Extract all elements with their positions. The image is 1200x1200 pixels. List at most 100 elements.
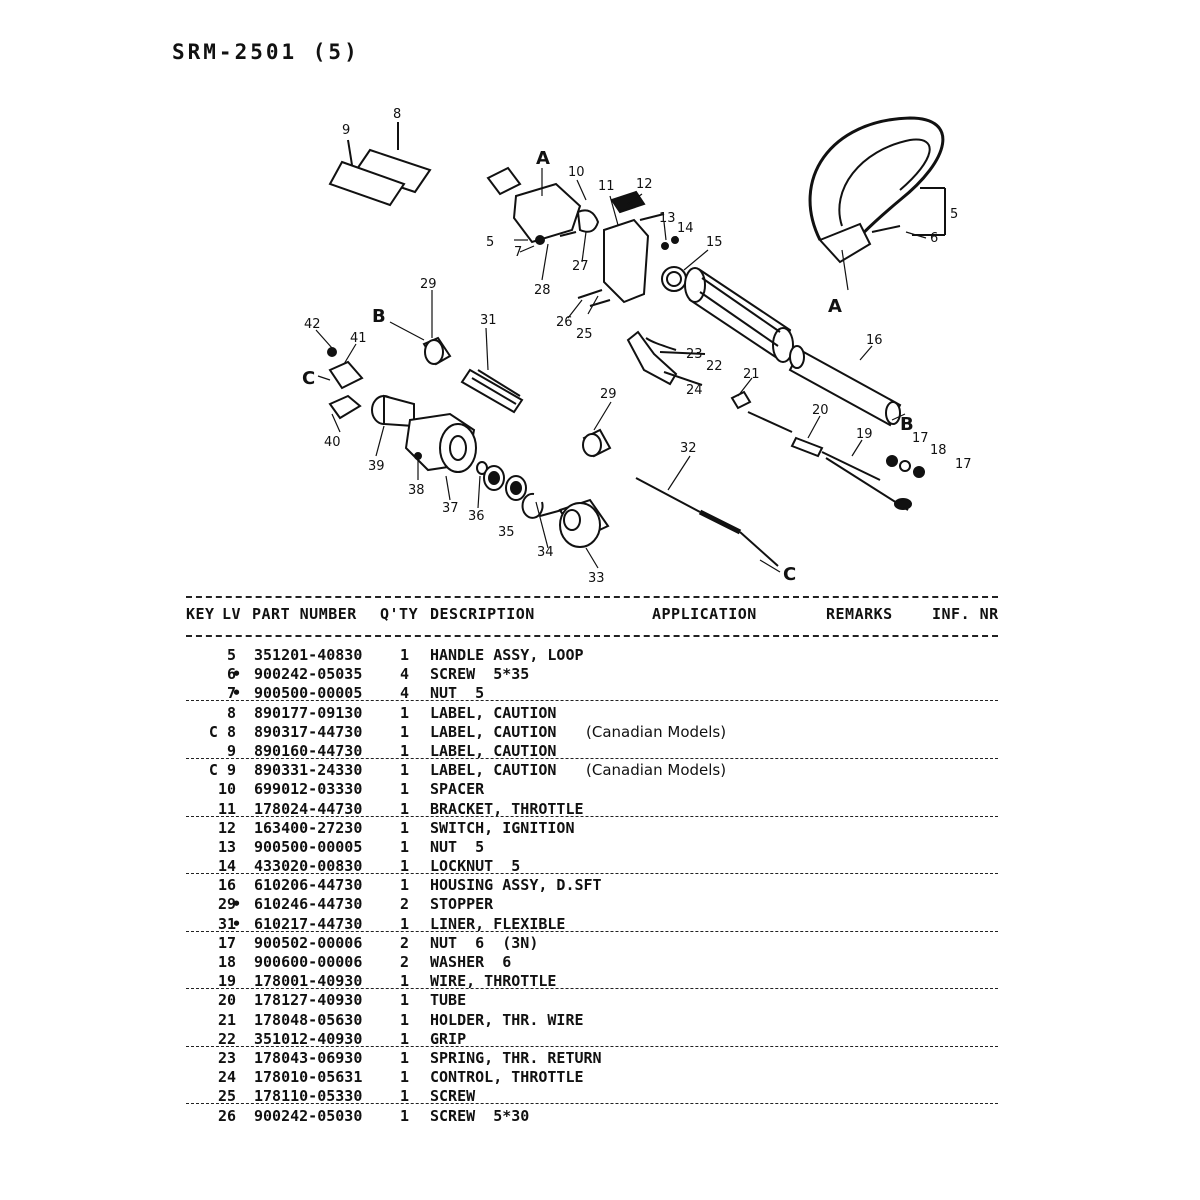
stopper-liner-drawing	[422, 336, 612, 458]
key-cell: 26	[217, 1106, 236, 1125]
callout-label: 36	[468, 509, 485, 524]
part-number-cell: 610206-44730	[254, 876, 363, 895]
callout-label: 9	[342, 123, 350, 138]
page-title: SRM-2501 (5)	[172, 40, 360, 64]
key-cell: 13	[217, 837, 236, 856]
callout-label: 19	[856, 427, 873, 442]
section-marker-c: C	[302, 368, 315, 389]
part-number-cell: 351201-40830	[254, 646, 363, 664]
part-number-cell: 433020-00830	[254, 857, 363, 876]
callout-label: 5	[950, 207, 958, 222]
description-cell: NUT 5	[430, 684, 485, 703]
callout-label: 32	[680, 441, 697, 456]
key-cell: 31	[217, 914, 236, 933]
col-header-qty: Q'TY	[380, 605, 419, 623]
key-cell: 21	[217, 1010, 236, 1029]
key-cell: 7	[226, 684, 236, 703]
description-cell: WIRE, THROTTLE	[430, 972, 557, 991]
flexible-shaft-drawing	[635, 477, 779, 567]
part-number-cell: 178110-05330	[254, 1087, 363, 1106]
section-marker-a: A	[536, 148, 550, 169]
qty-cell: 1	[400, 1029, 410, 1048]
key-cell: C 8	[208, 722, 236, 741]
qty-cell: 1	[400, 1068, 410, 1087]
description-cell: LABEL, CAUTION	[430, 741, 557, 760]
part-number-cell: 610246-44730	[254, 895, 363, 914]
part-number-cell: 178024-44730	[254, 799, 363, 818]
key-cell: 18	[217, 953, 236, 971]
part-number-cell: 890177-09130	[254, 703, 363, 722]
callout-label: 15	[706, 235, 723, 250]
description-cell: LABEL, CAUTION	[430, 722, 557, 741]
description-cell: LOCKNUT 5	[430, 857, 521, 876]
callout-label: 5	[486, 235, 494, 250]
housing-tube-drawing	[788, 345, 902, 427]
qty-cell: 1	[400, 799, 410, 818]
callout-label: 28	[534, 283, 551, 298]
description-cell: BRACKET, THROTTLE	[430, 799, 584, 818]
description-cell: SCREW 5*30	[430, 1106, 530, 1125]
section-marker-b: B	[372, 306, 386, 327]
callout-label: 18	[930, 443, 947, 458]
key-cell: 19	[217, 972, 236, 991]
callout-label: 37	[442, 501, 459, 516]
callout-label: 7	[514, 245, 522, 260]
loop-handle-drawing	[808, 116, 946, 264]
caution-labels-drawing	[328, 122, 432, 207]
part-number-cell: 900502-00006	[254, 933, 363, 952]
callout-label: 40	[324, 435, 341, 450]
section-marker-c: C	[783, 564, 796, 585]
table-row: 21 178048-05630 1 HOLDER, THR. WIRE	[0, 1011, 1200, 1030]
col-header-description: DESCRIPTION	[430, 605, 535, 623]
qty-cell: 1	[400, 837, 410, 856]
table-top-rule	[186, 596, 998, 598]
qty-cell: 1	[400, 857, 410, 876]
qty-cell: 1	[400, 876, 410, 895]
description-cell: HOLDER, THR. WIRE	[430, 1010, 584, 1029]
part-number-cell: 890160-44730	[254, 741, 363, 760]
description-cell: SPRING, THR. RETURN	[430, 1048, 602, 1067]
callout-label: 6	[930, 231, 938, 246]
part-number-cell: 610217-44730	[254, 914, 363, 933]
callout-label: 35	[498, 525, 515, 540]
qty-cell: 1	[400, 646, 410, 664]
callout-label: 10	[568, 165, 585, 180]
callout-label: 29	[420, 277, 437, 292]
qty-cell: 2	[400, 895, 410, 914]
description-cell: SPACER	[430, 780, 485, 799]
callout-label: 14	[677, 221, 694, 236]
table-header-rule	[186, 635, 998, 637]
throttle-wire-drawing	[730, 390, 925, 511]
description-cell: HANDLE ASSY, LOOP	[430, 646, 584, 664]
application-cell: (Canadian Models)	[586, 761, 727, 780]
qty-cell: 1	[400, 1010, 410, 1029]
callout-label: 29	[600, 387, 617, 402]
description-cell: TUBE	[430, 991, 467, 1010]
key-cell: 20	[217, 991, 236, 1010]
part-number-cell: 178048-05630	[254, 1010, 363, 1029]
qty-cell: 1	[400, 722, 410, 741]
qty-cell: 2	[400, 933, 410, 952]
key-cell: 5	[226, 646, 236, 664]
qty-cell: 2	[400, 953, 410, 971]
description-cell: WASHER 6	[430, 953, 512, 971]
callout-label: 33	[588, 571, 605, 586]
col-header-lv: LV	[222, 605, 242, 623]
exploded-parts-diagram: 5 6 5 7 8 9 10 11 12 13 14 15 16 17 17 1…	[302, 107, 972, 586]
col-header-remarks: REMARKS	[826, 605, 893, 623]
col-header-application: APPLICATION	[652, 605, 757, 623]
gear-head-drawing	[327, 347, 610, 548]
callout-label: 8	[393, 107, 401, 122]
callout-label: 21	[743, 367, 760, 382]
